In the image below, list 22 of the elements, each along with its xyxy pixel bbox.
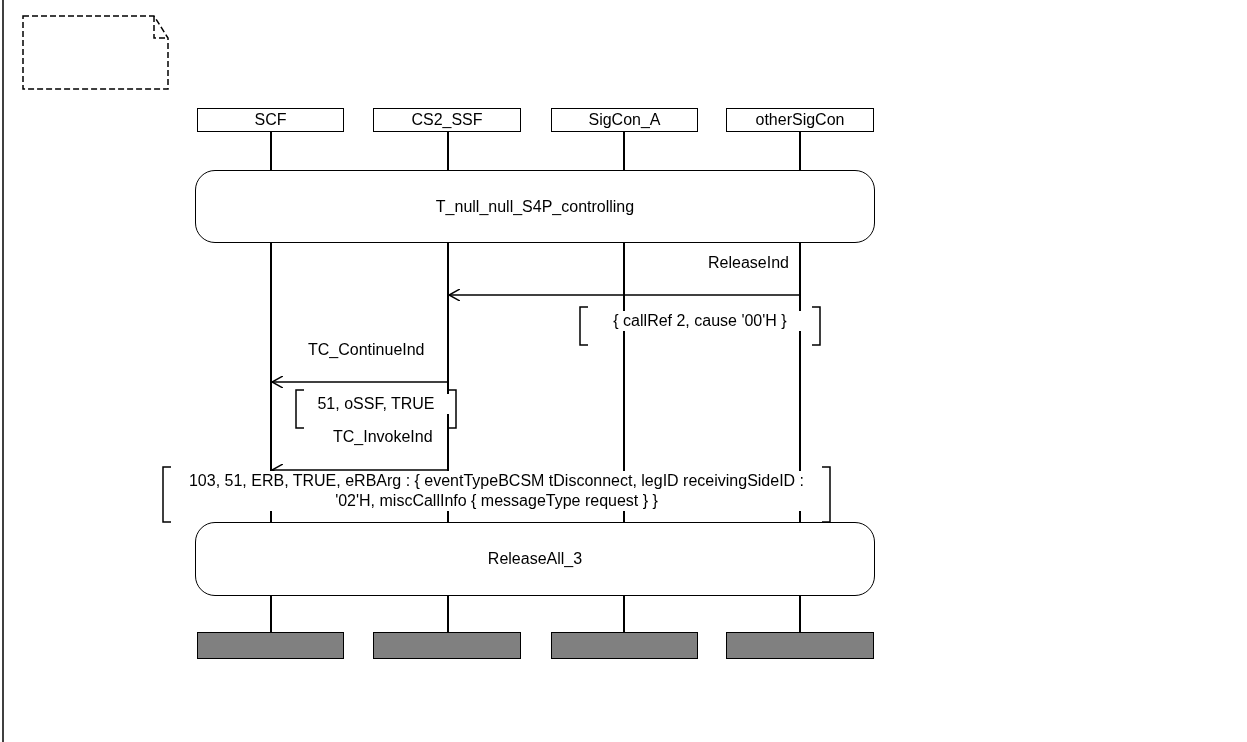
lifeline-end-bar <box>551 632 698 659</box>
node-label: T_null_null_S4P_controlling <box>435 197 635 216</box>
lifeline-end-bar <box>197 632 344 659</box>
lifeline-header <box>551 108 698 132</box>
node-label: SigCon_A <box>588 111 661 129</box>
node-label: otherSigCon <box>755 111 845 129</box>
message-label: TC_InvokeInd <box>333 428 433 447</box>
lifeline-end-bar <box>726 632 874 659</box>
message-label: TC_ContinueInd <box>308 341 425 360</box>
lifeline-header <box>373 108 521 132</box>
message-arrow <box>271 375 448 389</box>
lifeline-header <box>726 108 874 132</box>
node-label: SCF <box>254 111 287 129</box>
lifeline <box>270 132 272 632</box>
node-label: ReleaseAll_3 <box>487 550 583 568</box>
comment-note <box>22 15 169 90</box>
node-label: CS2_SSF <box>411 111 483 129</box>
lifeline-header <box>197 108 344 132</box>
condition-box <box>195 522 875 596</box>
message-arrow <box>448 288 800 302</box>
condition-box <box>195 170 875 243</box>
lifeline-end-bar <box>373 632 521 659</box>
